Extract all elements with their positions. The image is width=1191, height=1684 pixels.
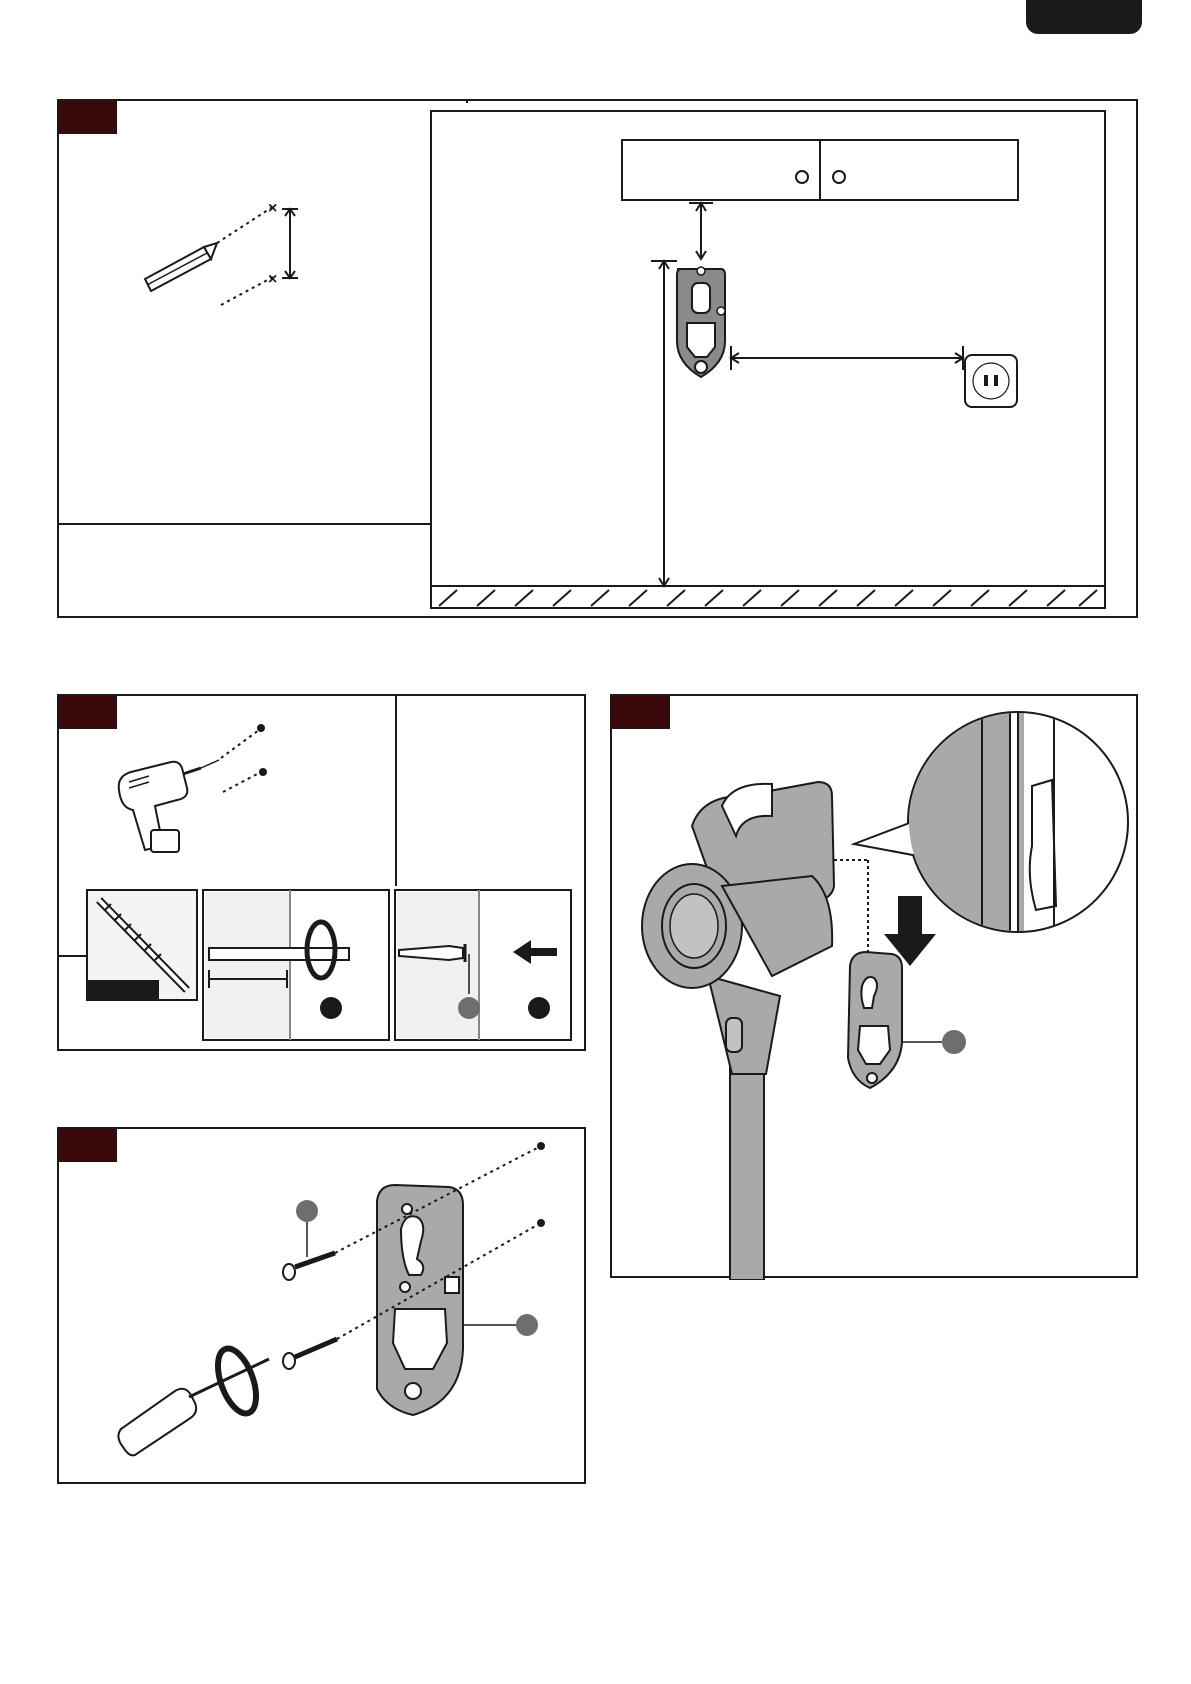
screwdriver-icon [118,1344,269,1456]
page-corner-tab [1026,0,1142,34]
pencil-icon [145,243,217,291]
step-2-illustration [59,696,588,1053]
floor-hatch [439,590,1097,606]
wall-bracket-icon [677,267,725,377]
drill-icon [119,760,219,852]
step-4-illustration [612,696,1140,1280]
step-1-illustration: × × [59,101,1140,620]
bit-size-label [87,980,159,1000]
wall-cabinet-icon [622,140,1018,200]
step-3-panel [57,1127,586,1484]
screw-icon [283,1253,337,1369]
step-4-panel [610,694,1138,1278]
step-3-illustration [59,1129,588,1486]
svg-text:×: × [268,200,277,217]
wall-bracket-icon [848,952,902,1088]
wall-bracket-icon [377,1185,463,1415]
svg-text:×: × [268,271,277,288]
step-2-panel [57,694,586,1051]
step-1-panel: × × [57,99,1138,618]
power-outlet-icon [965,355,1017,407]
vacuum-icon [642,782,834,1280]
